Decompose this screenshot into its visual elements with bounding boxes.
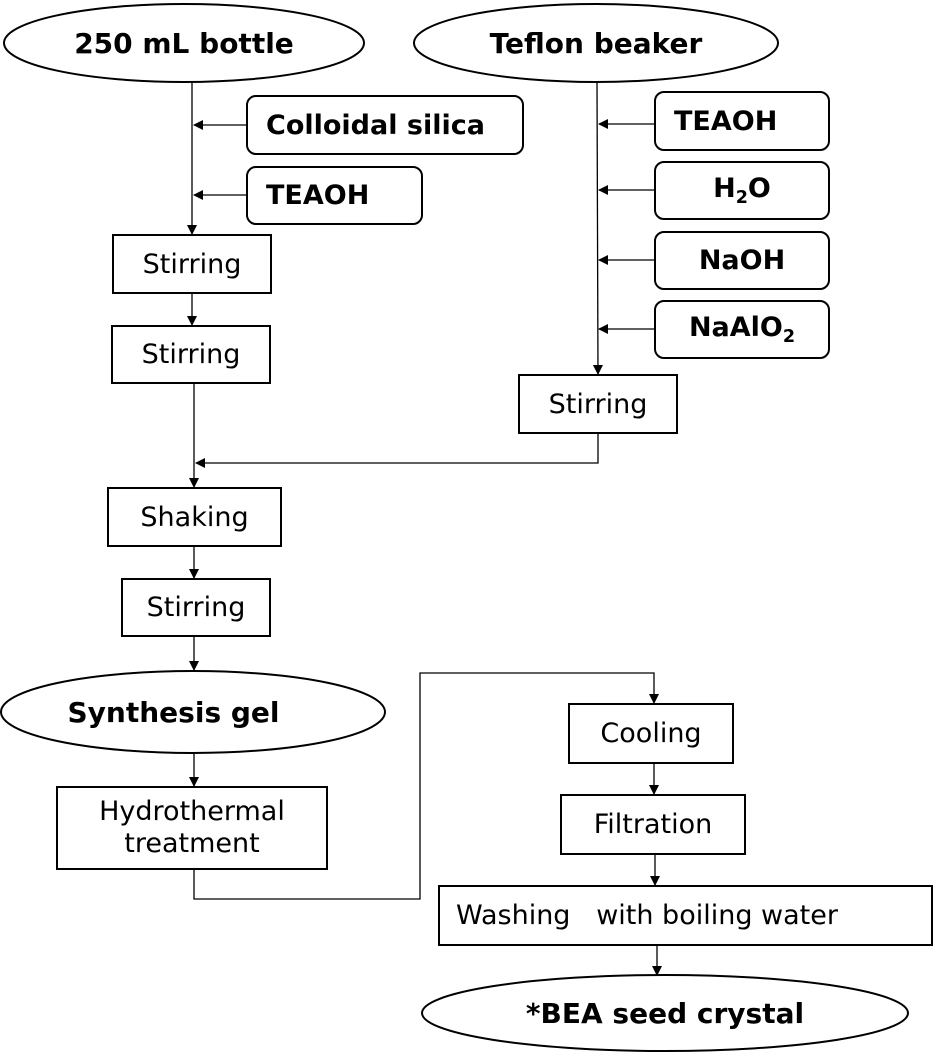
- step-stirring-3: Stirring: [121, 578, 271, 637]
- step-stirring-1: Stirring: [112, 234, 272, 294]
- naalo2-label: NaAlO2: [688, 311, 796, 348]
- step-hydrothermal: Hydrothermal treatment: [56, 786, 328, 870]
- gel-ellipse: [0, 670, 386, 754]
- input-naoh: NaOH: [654, 231, 830, 290]
- input-teaoh-left: TEAOH: [246, 166, 423, 225]
- start-beaker: Teflon beaker: [414, 4, 778, 82]
- product-ellipse: [421, 974, 909, 1052]
- h2o-label: H2O: [713, 172, 771, 209]
- start-bottle: 250 mL bottle: [4, 4, 364, 82]
- step-washing: Washing with boiling water: [438, 885, 933, 946]
- input-h2o: H2O: [654, 161, 830, 220]
- input-colloidal-silica: Colloidal silica: [246, 95, 524, 155]
- bottle-ellipse: [3, 3, 365, 83]
- input-teaoh-right: TEAOH: [654, 91, 830, 151]
- step-cooling: Cooling: [568, 703, 734, 764]
- step-stirring-2: Stirring: [111, 325, 271, 384]
- beaker-label: Teflon beaker: [489, 26, 703, 60]
- step-stirring-right: Stirring: [518, 374, 678, 434]
- step-shaking: Shaking: [107, 487, 282, 547]
- beaker-ellipse: [413, 3, 779, 83]
- product-bea-seed: *BEA seed crystal: [525, 996, 805, 1030]
- input-naalo2: NaAlO2: [654, 300, 830, 359]
- bottle-label: 250 mL bottle: [74, 26, 294, 60]
- step-filtration: Filtration: [560, 794, 746, 855]
- synthesis-gel: Synthesis gel: [67, 695, 280, 729]
